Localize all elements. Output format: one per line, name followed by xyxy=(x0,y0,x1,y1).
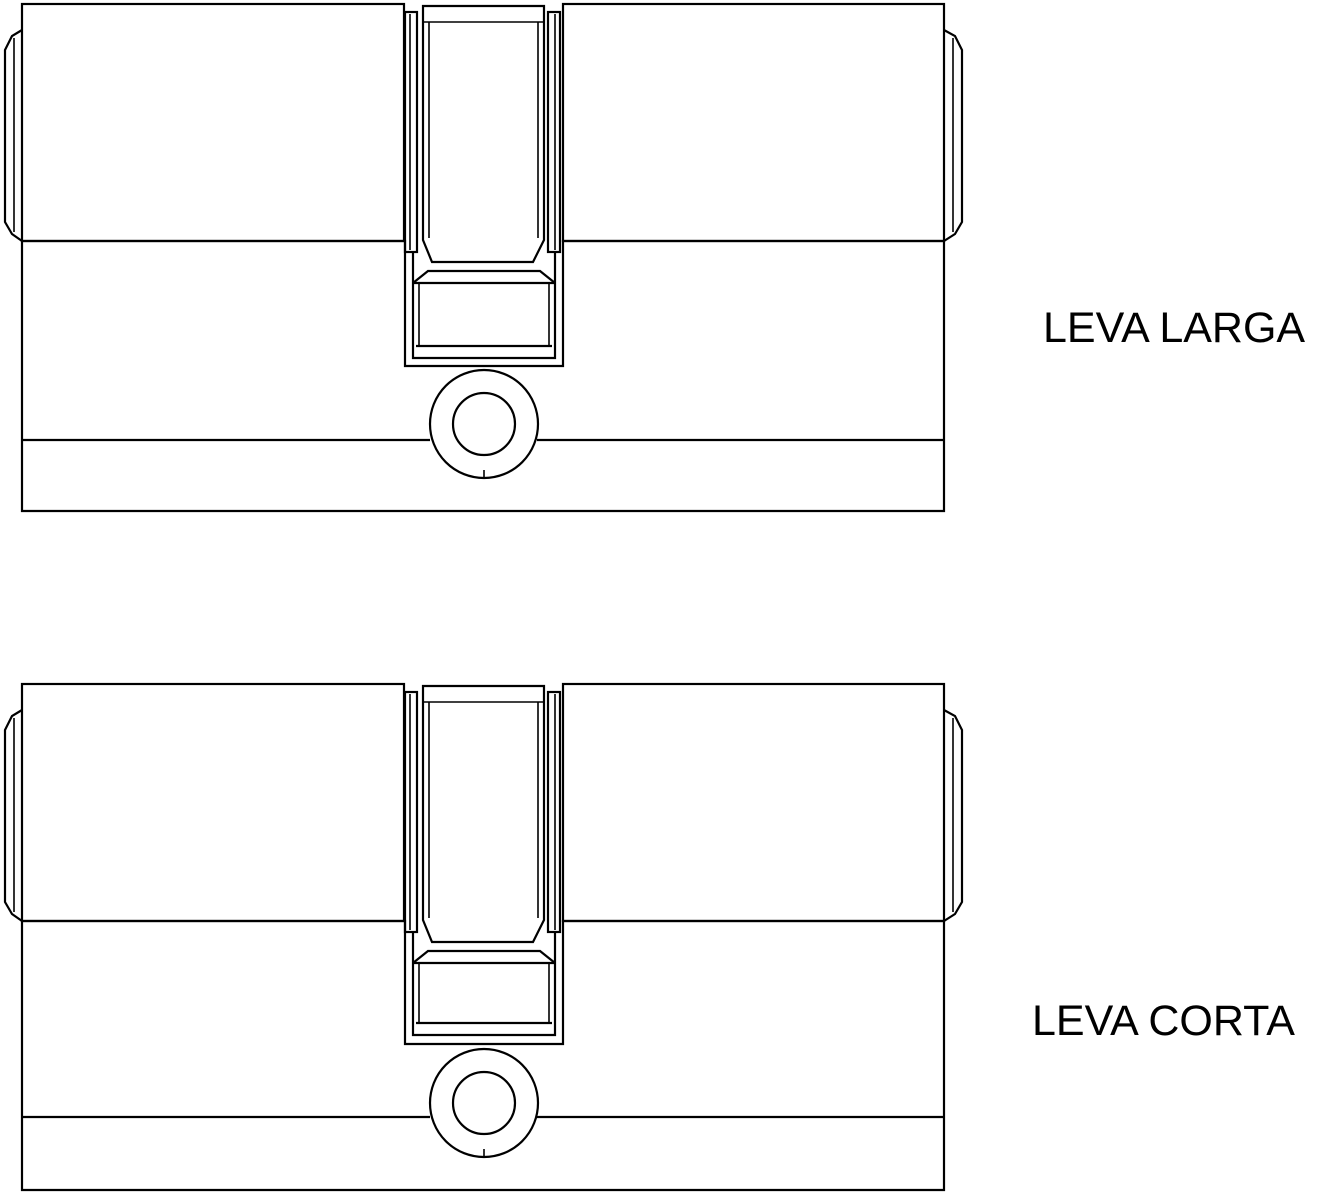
label-long-cam: LEVA LARGA xyxy=(1043,304,1305,352)
screw-hole-inner xyxy=(451,391,517,457)
cylinder-lock-short-cam xyxy=(3,682,964,1192)
cylinder-lock-long-cam xyxy=(3,2,964,513)
right-end-cap xyxy=(943,709,964,922)
screw-hole-inner xyxy=(451,1070,517,1136)
label-short-cam: LEVA CORTA xyxy=(1032,997,1295,1045)
cam xyxy=(421,684,546,944)
right-plug-body xyxy=(561,682,946,923)
left-end-cap xyxy=(3,29,23,242)
cam xyxy=(421,4,546,264)
screw-hole-outer xyxy=(428,1047,540,1159)
right-plug-body xyxy=(561,2,946,243)
left-plug-body xyxy=(20,2,406,243)
right-end-cap xyxy=(943,29,964,242)
screw-hole-outer xyxy=(428,368,540,480)
housing-body xyxy=(20,919,946,1192)
left-plug-body xyxy=(20,682,406,923)
housing-body xyxy=(20,239,946,513)
left-end-cap xyxy=(3,709,23,922)
